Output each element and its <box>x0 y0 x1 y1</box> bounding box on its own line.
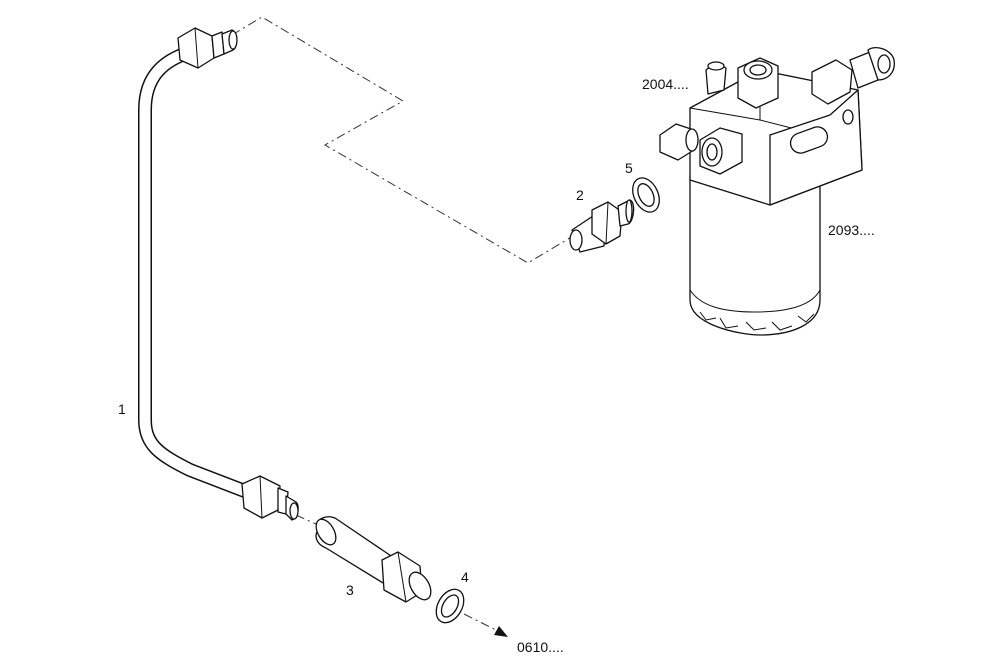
canister-grip-ribs <box>699 311 815 331</box>
callout-part-1: 1 <box>118 401 126 417</box>
side-plug <box>659 123 699 161</box>
callout-ref-0610: 0610.... <box>517 639 564 655</box>
seal-ring-part-4 <box>435 588 465 624</box>
fuel-pipe-part-1 <box>138 27 299 521</box>
fuel-filter-housing <box>659 46 895 336</box>
leader-line-upper <box>231 16 579 264</box>
callout-ref-2004: 2004.... <box>642 76 689 92</box>
reducer-part-2 <box>569 199 635 253</box>
callout-ref-2093: 2093.... <box>828 222 875 238</box>
fitting-part-3 <box>315 516 432 603</box>
callout-part-3: 3 <box>346 582 354 598</box>
pipe-lower-nut <box>241 475 299 521</box>
outlet-port <box>699 127 743 175</box>
sensor-fitting <box>811 46 895 105</box>
callout-part-5: 5 <box>625 160 633 176</box>
sealing-ring-part-5 <box>632 177 660 213</box>
callout-part-2: 2 <box>576 187 584 203</box>
direction-arrow <box>463 613 508 637</box>
bleed-screw <box>705 61 727 95</box>
top-port-boss <box>737 57 779 109</box>
callout-part-4: 4 <box>461 569 469 585</box>
pipe-upper-nut <box>177 27 238 69</box>
leader-line-lower <box>295 514 317 525</box>
